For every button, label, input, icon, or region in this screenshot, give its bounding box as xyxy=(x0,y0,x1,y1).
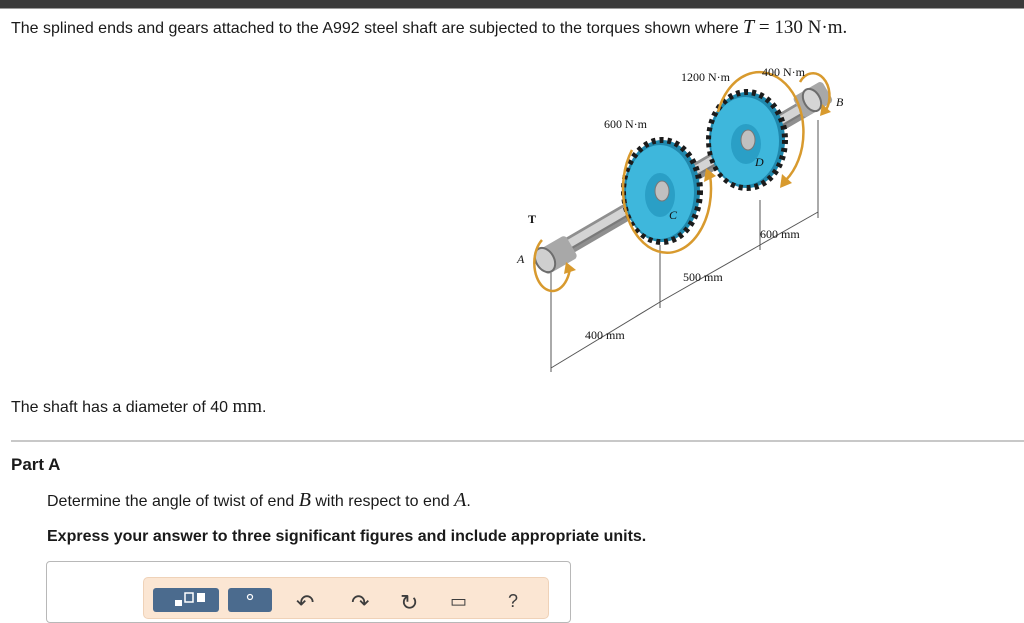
variable-A: A xyxy=(454,489,467,511)
gear-C xyxy=(621,137,703,245)
torque-label-400: 400 N·m xyxy=(762,65,806,79)
redo-icon[interactable]: ↷ xyxy=(351,590,370,615)
shaft-figure: 1200 N·m 400 N·m 600 N·m T A B C D 600 m… xyxy=(516,65,844,372)
keyboard-icon[interactable]: ▭ xyxy=(450,591,468,611)
torque-value: 130 N·m xyxy=(774,17,843,38)
equals-sign: = xyxy=(754,17,775,38)
dimension-label-600: 600 mm xyxy=(760,227,800,241)
undo-icon[interactable]: ↶ xyxy=(296,590,315,615)
gear-label-D: D xyxy=(754,155,764,169)
spline-end-A xyxy=(533,236,577,274)
instruction-text-1: Determine the angle of twist of end xyxy=(47,493,299,510)
units-icon[interactable] xyxy=(228,588,272,612)
reset-icon[interactable]: ↻ xyxy=(400,590,419,615)
instruction-text-3: . xyxy=(466,493,471,510)
dimension-label-500: 500 mm xyxy=(683,270,723,284)
problem-statement: The splined ends and gears attached to t… xyxy=(11,16,847,39)
torque-label-T: T xyxy=(528,212,536,226)
given-unit: mm xyxy=(232,396,263,417)
gear-label-C: C xyxy=(669,208,678,222)
dimension-lines xyxy=(550,120,819,372)
point-label-B: B xyxy=(836,95,844,109)
dimension-label-400: 400 mm xyxy=(585,328,625,342)
variable-T: T xyxy=(743,16,755,38)
section-divider xyxy=(11,440,1024,442)
gear-D xyxy=(706,89,788,191)
answer-hint: Express your answer to three significant… xyxy=(47,528,647,545)
problem-period: . xyxy=(842,17,848,38)
part-instruction: Determine the angle of twist of end B wi… xyxy=(47,489,471,512)
instruction-text-2: with respect to end xyxy=(310,493,455,510)
spline-end-B xyxy=(793,82,833,117)
given-text: The shaft has a diameter of 40 xyxy=(11,399,233,416)
given-diameter: The shaft has a diameter of 40 mm. xyxy=(11,396,266,418)
torque-label-600: 600 N·m xyxy=(604,117,648,131)
answer-toolbar: ↶ ↷ ↻ ▭ ? xyxy=(143,577,549,619)
templates-icon[interactable] xyxy=(153,588,219,612)
problem-text: The splined ends and gears attached to t… xyxy=(11,20,744,37)
top-bar-border xyxy=(0,8,1024,9)
torque-arrows xyxy=(533,70,831,293)
variable-B: B xyxy=(298,489,311,511)
point-label-A: A xyxy=(516,252,525,266)
given-period: . xyxy=(262,399,267,416)
torque-arrowheads xyxy=(564,104,831,274)
help-icon[interactable]: ? xyxy=(508,591,519,611)
top-bar xyxy=(0,0,1024,8)
torque-label-1200: 1200 N·m xyxy=(681,70,731,84)
part-title: Part A xyxy=(11,455,61,474)
